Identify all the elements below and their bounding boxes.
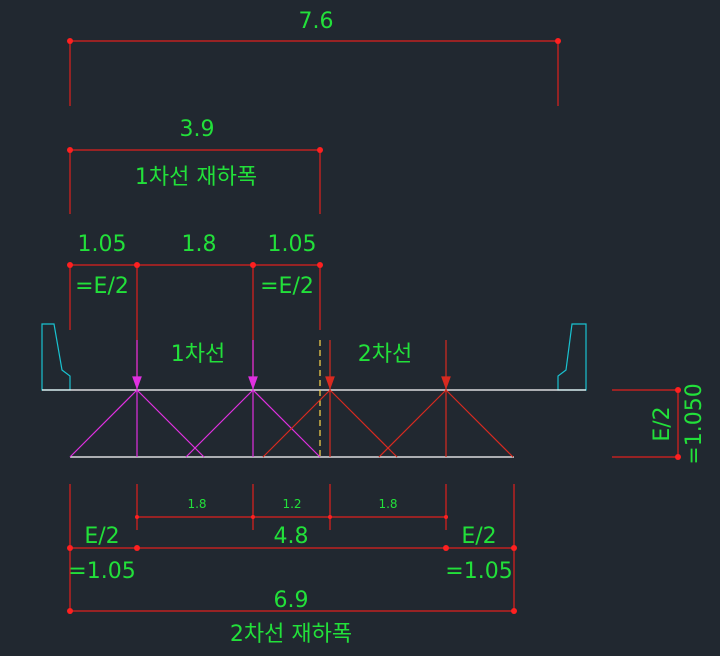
bottom-left-label: E/2: [84, 524, 119, 549]
bottom-center-label: 4.8: [274, 524, 309, 549]
dim-wheel-spacing: 1.8 1.2 1.8: [135, 484, 448, 530]
bottom-right-label: E/2: [461, 524, 496, 549]
dim-lane1-width-label: 3.9: [180, 117, 215, 142]
lane2-loading-width-caption: 2차선 재하폭: [230, 622, 352, 647]
right-dim-value: =1.050: [682, 383, 707, 464]
bottom-right-value: =1.05: [445, 559, 512, 584]
bridge-deck: [41, 323, 587, 460]
dim-right-vertical: E/2 =1.050: [612, 383, 707, 465]
seg-left-label: 1.05: [78, 232, 127, 257]
spacing-c-label: 1.8: [378, 497, 397, 511]
seg-right-note: =E/2: [260, 274, 314, 299]
dim-total-width-label: 7.6: [299, 9, 334, 34]
seg-left-note: =E/2: [75, 274, 129, 299]
dim-lane1-width: 3.9 1차선 재하폭: [67, 117, 323, 214]
dim-total-width: 7.6: [67, 9, 561, 106]
spacing-a-label: 1.8: [187, 497, 206, 511]
seg-right-label: 1.05: [268, 232, 317, 257]
lane1-label: 1차선: [171, 342, 225, 367]
right-dim-label: E/2: [650, 406, 675, 441]
lane1-wheel-loads: [69, 340, 321, 458]
dim-lane2-total: 6.9 2차선 재하폭: [67, 588, 517, 647]
lane2-label: 2차선: [358, 342, 412, 367]
seg-mid-label: 1.8: [182, 232, 217, 257]
bottom-left-value: =1.05: [68, 559, 135, 584]
dim-lane2-segments: E/2 =1.05 4.8 E/2 =1.05: [67, 484, 517, 614]
lane1-loading-width-caption: 1차선 재하폭: [135, 165, 257, 190]
bottom-total-label: 6.9: [274, 588, 309, 613]
lane2-wheel-loads: [262, 340, 514, 458]
spacing-b-label: 1.2: [282, 497, 301, 511]
